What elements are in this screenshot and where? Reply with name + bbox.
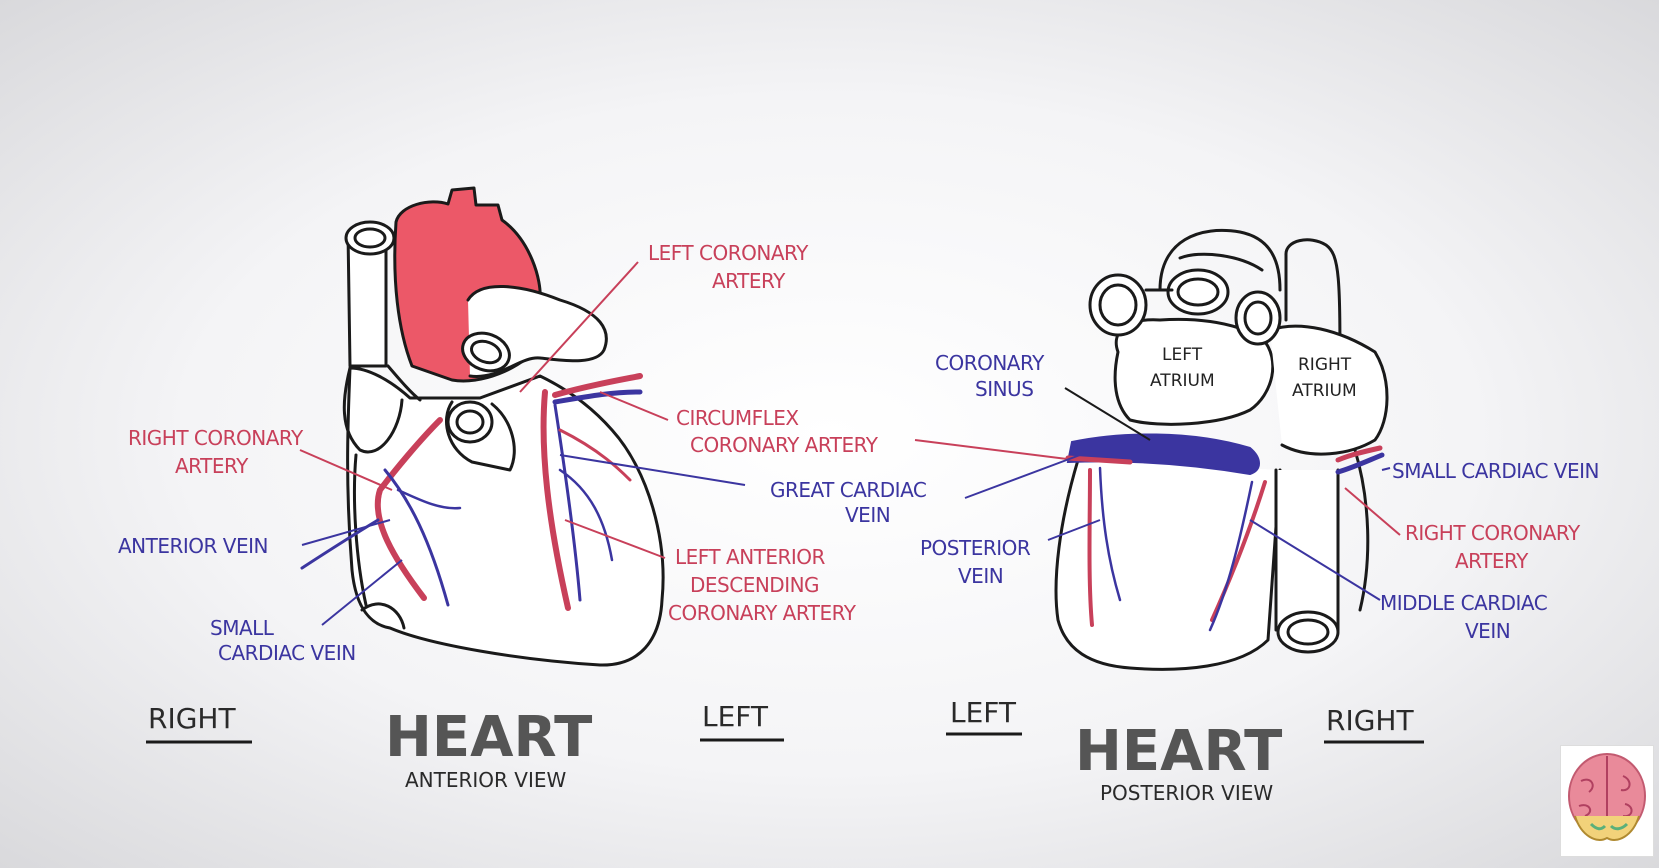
anterior-titles: RIGHT HEART ANTERIOR VIEW LEFT [146,700,784,792]
svg-text:CORONARY ARTERY: CORONARY ARTERY [690,433,879,457]
label-posterior-right-coronary-artery: RIGHT CORONARY [1405,521,1581,545]
svg-text:SINUS: SINUS [975,377,1033,401]
channel-logo [1560,745,1654,857]
label-posterior-vein: POSTERIOR [920,536,1031,560]
posterior-subtitle: POSTERIOR VIEW [1100,781,1273,805]
svg-text:CARDIAC VEIN: CARDIAC VEIN [218,641,356,665]
brain-icon [1561,746,1653,856]
posterior-title: HEART [1075,719,1282,784]
label-small-cardiac-vein: SMALL [210,616,275,640]
svg-text:ATRIUM: ATRIUM [1150,371,1215,391]
label-left-coronary-artery: LEFT CORONARY [648,241,809,265]
svg-text:ARTERY: ARTERY [1455,549,1529,573]
svg-text:VEIN: VEIN [1465,619,1510,643]
posterior-side-left: LEFT [950,696,1017,729]
label-right-atrium: RIGHT [1298,355,1352,375]
label-anterior-vein: ANTERIOR VEIN [118,534,268,558]
label-left-atrium: LEFT [1162,345,1203,365]
anterior-heart-drawing [344,188,663,665]
anterior-side-right: RIGHT [148,702,236,735]
label-coronary-sinus: CORONARY [935,351,1045,375]
svg-text:DESCENDING: DESCENDING [690,573,819,597]
svg-text:VEIN: VEIN [845,503,890,527]
svg-text:ARTERY: ARTERY [175,454,249,478]
anterior-side-left: LEFT [702,700,769,733]
label-circumflex-artery: CIRCUMFLEX [676,406,799,430]
posterior-titles: LEFT HEART POSTERIOR VIEW RIGHT [946,696,1424,805]
anterior-title: HEART [385,705,592,770]
svg-text:ARTERY: ARTERY [712,269,786,293]
label-great-cardiac-vein: GREAT CARDIAC [770,478,926,502]
anterior-subtitle: ANTERIOR VIEW [405,768,567,792]
svg-text:VEIN: VEIN [958,564,1003,588]
anterior-heart-body [348,368,663,665]
svg-text:CORONARY ARTERY: CORONARY ARTERY [668,601,857,625]
label-right-coronary-artery: RIGHT CORONARY [128,426,304,450]
label-posterior-small-cardiac-vein: SMALL CARDIAC VEIN [1392,459,1599,483]
label-left-anterior-descending: LEFT ANTERIOR [675,545,826,569]
posterior-side-right: RIGHT [1326,704,1414,737]
svg-text:ATRIUM: ATRIUM [1292,381,1357,401]
label-middle-cardiac-vein: MIDDLE CARDIAC [1380,591,1547,615]
